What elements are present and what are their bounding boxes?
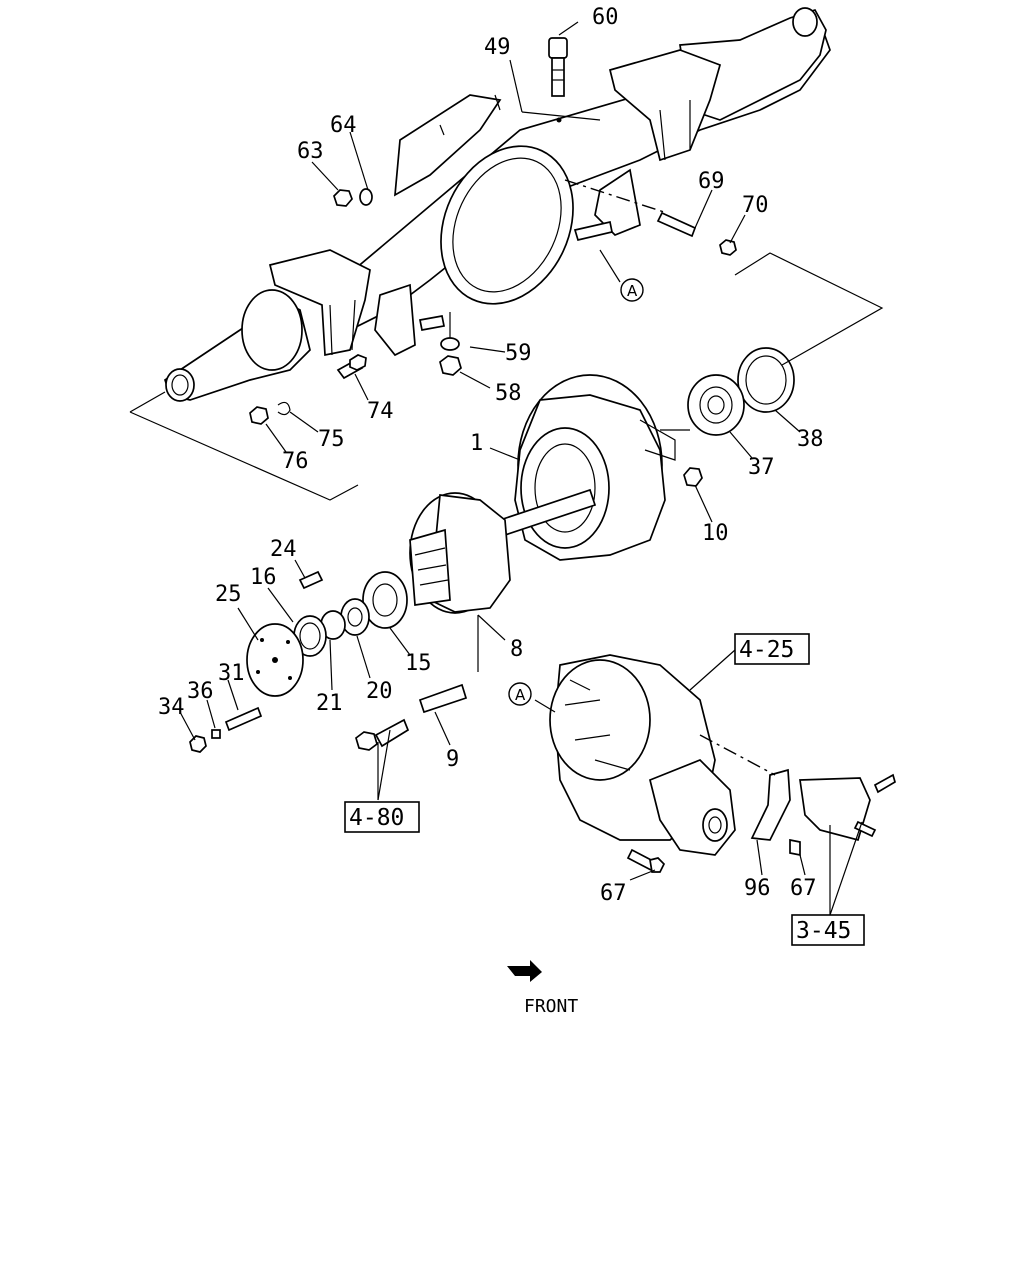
- oil-seal-38: [737, 347, 795, 413]
- label-36: 36: [187, 679, 214, 704]
- bearing-37: [687, 374, 745, 436]
- label-70: 70: [742, 193, 769, 218]
- nut-10: [683, 467, 703, 487]
- group-dash-lines: [129, 179, 884, 776]
- label-24: 24: [270, 537, 297, 562]
- stud-31: [224, 706, 263, 732]
- label-64: 64: [330, 113, 357, 138]
- nut-34: [189, 735, 207, 753]
- label-34: 34: [158, 695, 185, 720]
- label-96: 96: [744, 876, 771, 901]
- leader-lines: [179, 21, 863, 916]
- nut-63: [333, 189, 353, 207]
- label-20: 20: [366, 679, 393, 704]
- label-38: 38: [797, 427, 824, 452]
- bolt-60: [548, 37, 568, 123]
- label-74: 74: [367, 399, 394, 424]
- label-9: 9: [446, 747, 459, 772]
- washer-36: [211, 729, 221, 739]
- svg-text:4-25: 4-25: [739, 637, 794, 663]
- reference-box-3-45: 3-45: [791, 914, 865, 946]
- stud-69: [656, 211, 697, 238]
- label-8: 8: [510, 637, 523, 662]
- label-21: 21: [316, 691, 343, 716]
- brake-drum-1: [514, 374, 690, 561]
- label-59: 59: [505, 341, 532, 366]
- svg-text:A: A: [515, 686, 526, 704]
- washer-64: [359, 188, 373, 206]
- gasket-16: [293, 615, 327, 657]
- label-31: 31: [218, 661, 245, 686]
- label-76: 76: [282, 449, 309, 474]
- nut-58: [439, 355, 462, 376]
- label-58: 58: [495, 381, 522, 406]
- svg-text:A: A: [627, 282, 638, 300]
- front-label: FRONT: [524, 996, 578, 1017]
- bolt-67-left: [626, 848, 666, 873]
- label-49: 49: [484, 35, 511, 60]
- bearing-15: [362, 571, 408, 629]
- label-1: 1: [470, 431, 483, 456]
- fitting-4-80: [355, 718, 410, 751]
- label-25: 25: [215, 582, 242, 607]
- label-10: 10: [702, 521, 729, 546]
- bracket-96: [750, 768, 791, 841]
- label-60: 60: [592, 5, 619, 30]
- label-15: 15: [405, 651, 432, 676]
- circle-marker-a-upper: A: [620, 278, 644, 302]
- label-67-right: 67: [790, 876, 817, 901]
- breather-9: [418, 683, 468, 714]
- label-69: 69: [698, 169, 725, 194]
- circle-marker-a-lower: A: [508, 682, 532, 706]
- label-75: 75: [318, 427, 345, 452]
- part-number-labels: 60 49 64 63 69 70 59 58 74 75 76 38 37 1…: [158, 5, 824, 906]
- hub-cap-25: [246, 623, 304, 697]
- front-arrow-icon: [507, 960, 542, 982]
- nut-70: [719, 239, 737, 256]
- label-16: 16: [250, 565, 277, 590]
- axle-housing: [163, 7, 831, 402]
- washer-59: [440, 337, 460, 351]
- bracket-3-45: [799, 773, 896, 842]
- bolt-74: [336, 354, 367, 380]
- hub-8: [409, 492, 511, 614]
- label-37: 37: [748, 455, 775, 480]
- differential-carrier-assembly: [549, 654, 736, 856]
- label-67-left: 67: [600, 881, 627, 906]
- bolt-67-right: [789, 838, 801, 857]
- washer-75: [277, 401, 291, 416]
- svg-text:3-45: 3-45: [796, 918, 851, 944]
- reference-box-4-25: 4-25: [734, 633, 810, 665]
- bolt-24: [298, 570, 324, 590]
- svg-text:4-80: 4-80: [349, 805, 404, 831]
- nut-76: [249, 406, 269, 425]
- reference-box-4-80: 4-80: [344, 801, 420, 833]
- label-63: 63: [297, 139, 324, 164]
